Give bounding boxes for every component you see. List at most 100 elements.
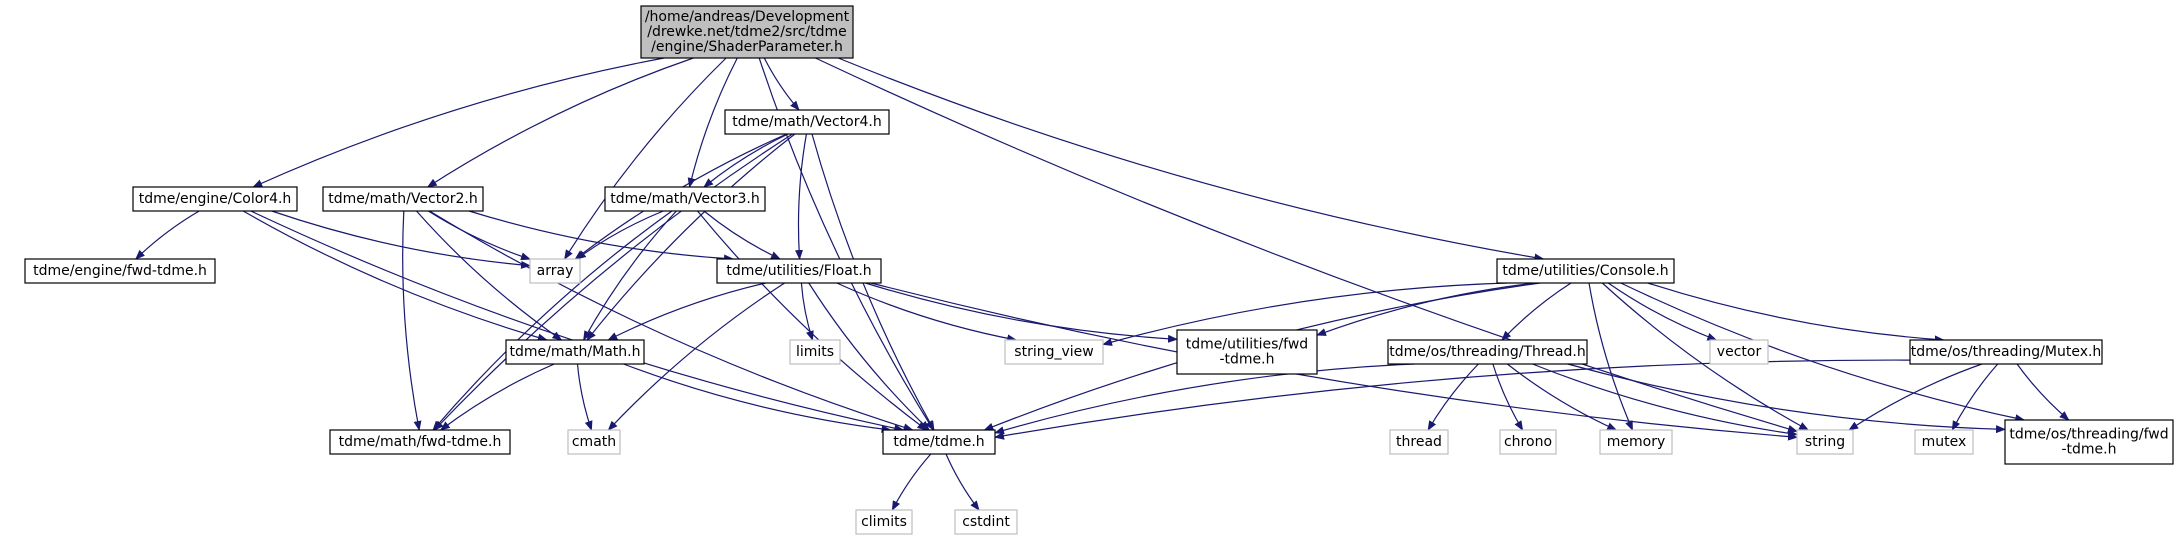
node-box-float [716, 258, 882, 284]
node-label-engine_fwd: tdme/engine/fwd-tdme.h [33, 263, 207, 279]
nodes-layer: /home/andreas/Development/drewke.net/tdm… [24, 5, 2174, 535]
node-box-tdme [882, 429, 996, 455]
node-box-mutex_sys [1914, 429, 1974, 455]
node-label-util_fwd-line-0: tdme/utilities/fwd [1186, 337, 1308, 353]
node-vector: vector [1709, 339, 1769, 365]
node-memory: memory [1599, 429, 1673, 455]
edge-color4-to-math [242, 210, 548, 342]
node-chrono: chrono [1499, 429, 1557, 455]
node-thread_sys: thread [1389, 429, 1449, 455]
edge-mutex_h-to-tdme [994, 359, 1911, 440]
node-box-console [1496, 258, 1675, 284]
edge-vector2-to-array [427, 210, 531, 261]
edge-vector2-to-math_fwd [402, 210, 422, 431]
edge-console-to-util_fwd [1316, 282, 1536, 336]
node-thread[interactable]: tdme/os/threading/Thread.h [1387, 339, 1588, 365]
edge-root-to-console [837, 57, 1545, 262]
node-label-root-line-1: /drewke.net/tdme2/src/tdme [647, 24, 847, 40]
edge-tdme-to-cstdint [945, 453, 980, 511]
node-console[interactable]: tdme/utilities/Console.h [1496, 258, 1675, 284]
node-cmath: cmath [567, 429, 621, 455]
edge-console-to-string [1601, 282, 1810, 431]
node-label-math_fwd: tdme/math/fwd-tdme.h [339, 434, 502, 450]
node-box-engine_fwd [24, 258, 216, 284]
edge-console-to-memory [1588, 282, 1634, 431]
edge-float-to-string [870, 282, 1798, 441]
node-box-chrono [1499, 429, 1557, 455]
edge-float-to-util_fwd [865, 282, 1178, 343]
node-label-console: tdme/utilities/Console.h [1502, 263, 1668, 279]
node-color4[interactable]: tdme/engine/Color4.h [132, 186, 298, 212]
edge-float-to-string_view [836, 282, 1018, 343]
node-box-memory [1599, 429, 1673, 455]
node-root[interactable]: /home/andreas/Development/drewke.net/tdm… [640, 5, 854, 59]
node-label-vector3: tdme/math/Vector3.h [610, 191, 759, 207]
edge-thread-to-string [1532, 363, 1798, 438]
node-box-vector4 [724, 109, 890, 135]
edge-vector4-to-tdme [811, 133, 935, 431]
node-label-float: tdme/utilities/Float.h [726, 263, 871, 279]
node-label-string_view: string_view [1014, 344, 1093, 360]
edge-root-to-array [564, 57, 727, 260]
node-string: string [1796, 429, 1854, 455]
node-util_fwd[interactable]: tdme/utilities/fwd-tdme.h [1176, 329, 1318, 375]
node-vector2[interactable]: tdme/math/Vector2.h [322, 186, 484, 212]
node-array: array [529, 258, 581, 284]
edge-float-to-cmath [607, 282, 785, 431]
edge-thread-to-tdme [994, 363, 1415, 435]
node-label-thr_fwd-line-0: tdme/os/threading/fwd [2009, 427, 2168, 443]
node-math_fwd[interactable]: tdme/math/fwd-tdme.h [329, 429, 511, 455]
edge-vector2-to-tdme [429, 210, 914, 432]
node-label-memory: memory [1607, 434, 1666, 450]
node-label-root-line-2: /engine/ShaderParameter.h [651, 39, 843, 55]
node-label-vector4: tdme/math/Vector4.h [732, 114, 881, 130]
edge-math-to-cmath [576, 363, 593, 431]
node-tdme[interactable]: tdme/tdme.h [882, 429, 996, 455]
edge-thread-to-memory [1506, 363, 1618, 431]
node-label-string: string [1805, 434, 1845, 450]
node-box-climits [855, 509, 913, 535]
node-math[interactable]: tdme/math/Math.h [505, 339, 645, 365]
node-box-math_fwd [329, 429, 511, 455]
node-float[interactable]: tdme/utilities/Float.h [716, 258, 882, 284]
edge-float-to-tdme [808, 282, 930, 431]
node-box-color4 [132, 186, 298, 212]
edge-math-to-math_fwd [439, 363, 555, 431]
edge-console-to-string_view [1102, 282, 1507, 346]
node-engine_fwd[interactable]: tdme/engine/fwd-tdme.h [24, 258, 216, 284]
node-box-string [1796, 429, 1854, 455]
edge-thread-to-thread_sys [1427, 363, 1479, 431]
edge-vector4-to-vector3 [703, 133, 789, 188]
edge-root-to-vector2 [426, 57, 694, 188]
edge-vector4-to-math [586, 133, 796, 341]
edge-vector4-to-float [795, 133, 807, 260]
node-vector3[interactable]: tdme/math/Vector3.h [604, 186, 766, 212]
edge-console-to-mutex_h [1647, 282, 1945, 344]
node-label-util_fwd-line-1: -tdme.h [1219, 352, 1274, 368]
node-thr_fwd[interactable]: tdme/os/threading/fwd-tdme.h [2004, 419, 2174, 465]
edge-vector3-to-array [575, 210, 664, 260]
node-vector4[interactable]: tdme/math/Vector4.h [724, 109, 890, 135]
node-box-thread_sys [1389, 429, 1449, 455]
node-label-chrono: chrono [1504, 434, 1552, 450]
node-cstdint: cstdint [954, 509, 1018, 535]
node-label-thread_sys: thread [1396, 434, 1442, 450]
node-label-vector2: tdme/math/Vector2.h [328, 191, 477, 207]
node-label-array: array [537, 263, 574, 279]
node-box-thr_fwd [2004, 419, 2174, 465]
node-mutex_sys: mutex [1914, 429, 1974, 455]
node-label-climits: climits [861, 514, 907, 530]
node-label-mutex_sys: mutex [1922, 434, 1967, 450]
node-climits: climits [855, 509, 913, 535]
node-limits: limits [789, 339, 841, 365]
node-label-tdme: tdme/tdme.h [893, 434, 984, 450]
edge-vector4-to-math_fwd [433, 133, 793, 431]
edge-root-to-vector3 [687, 57, 738, 188]
edge-tdme-to-climits [891, 453, 932, 511]
edge-mutex_h-to-mutex_sys [1951, 363, 1999, 431]
node-mutex_h[interactable]: tdme/os/threading/Mutex.h [1909, 339, 2103, 365]
edge-mutex_h-to-thr_fwd [2016, 363, 2070, 421]
edge-vector3-to-math [583, 210, 677, 341]
